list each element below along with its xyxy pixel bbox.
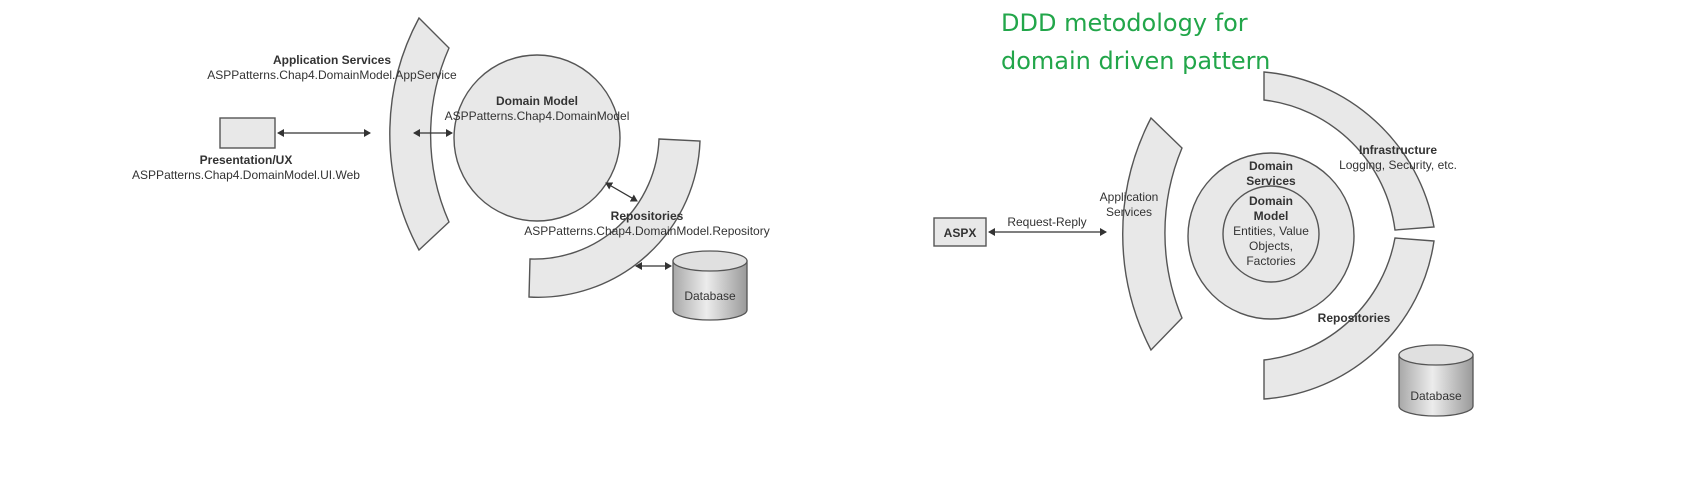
left-presentation-box xyxy=(219,117,276,149)
left-repositories-arc xyxy=(528,138,701,298)
left-repositories-title: Repositories xyxy=(611,209,684,223)
right-application-services-arc xyxy=(1122,116,1183,352)
right-infrastructure-title: Infrastructure xyxy=(1359,143,1437,157)
left-domain-model-title: Domain Model xyxy=(496,94,578,108)
right-domain-model-label-4: Objects, xyxy=(1249,239,1293,253)
left-application-services-namespace: ASPPatterns.Chap4.DomainModel.AppService xyxy=(207,68,457,82)
right-domain-services-label-1: Domain xyxy=(1249,159,1293,173)
left-database-label: Database xyxy=(684,289,736,303)
left-diagram: Application Services ASPPatterns.Chap4.D… xyxy=(132,16,770,321)
right-domain-model-label-3: Entities, Value xyxy=(1233,224,1309,238)
right-domain-model-circle xyxy=(1222,185,1320,283)
right-domain-model-label-5: Factories xyxy=(1246,254,1295,268)
right-domain-model-label-2: Model xyxy=(1254,209,1289,223)
right-request-reply-label: Request-Reply xyxy=(1007,215,1086,229)
left-application-services-title: Application Services xyxy=(273,53,391,67)
right-diagram: ASPX Request-Reply Application Services … xyxy=(933,71,1474,417)
left-application-services-arc xyxy=(389,16,450,252)
right-application-services-label-2: Services xyxy=(1106,205,1152,219)
right-repositories-arc xyxy=(1263,237,1435,400)
right-domain-services-label-2: Services xyxy=(1246,174,1296,188)
heading-line-1: DDD metodology for xyxy=(1001,9,1248,37)
right-infrastructure-arc xyxy=(1263,71,1435,231)
right-application-services-label-1: Application xyxy=(1100,190,1159,204)
right-infrastructure-subtitle: Logging, Security, etc. xyxy=(1339,158,1457,172)
left-domain-model-circle xyxy=(453,54,621,222)
left-database-cylinder xyxy=(672,250,748,321)
left-domain-model-namespace: ASPPatterns.Chap4.DomainModel xyxy=(445,109,630,123)
right-domain-model-label-1: Domain xyxy=(1249,194,1293,208)
right-repositories-label: Repositories xyxy=(1318,311,1391,325)
right-database-cylinder xyxy=(1398,344,1474,417)
heading-line-2: domain driven pattern xyxy=(1001,47,1271,75)
right-aspx-label: ASPX xyxy=(944,226,977,240)
left-repositories-namespace: ASPPatterns.Chap4.DomainModel.Repository xyxy=(524,224,769,238)
left-presentation-namespace: ASPPatterns.Chap4.DomainModel.UI.Web xyxy=(132,168,360,182)
heading: DDD metodology for domain driven pattern xyxy=(1001,4,1270,80)
left-presentation-title: Presentation/UX xyxy=(200,153,293,167)
right-aspx-box xyxy=(933,217,987,247)
right-database-label: Database xyxy=(1410,389,1462,403)
left-domain-to-repo-arrow xyxy=(605,182,638,202)
